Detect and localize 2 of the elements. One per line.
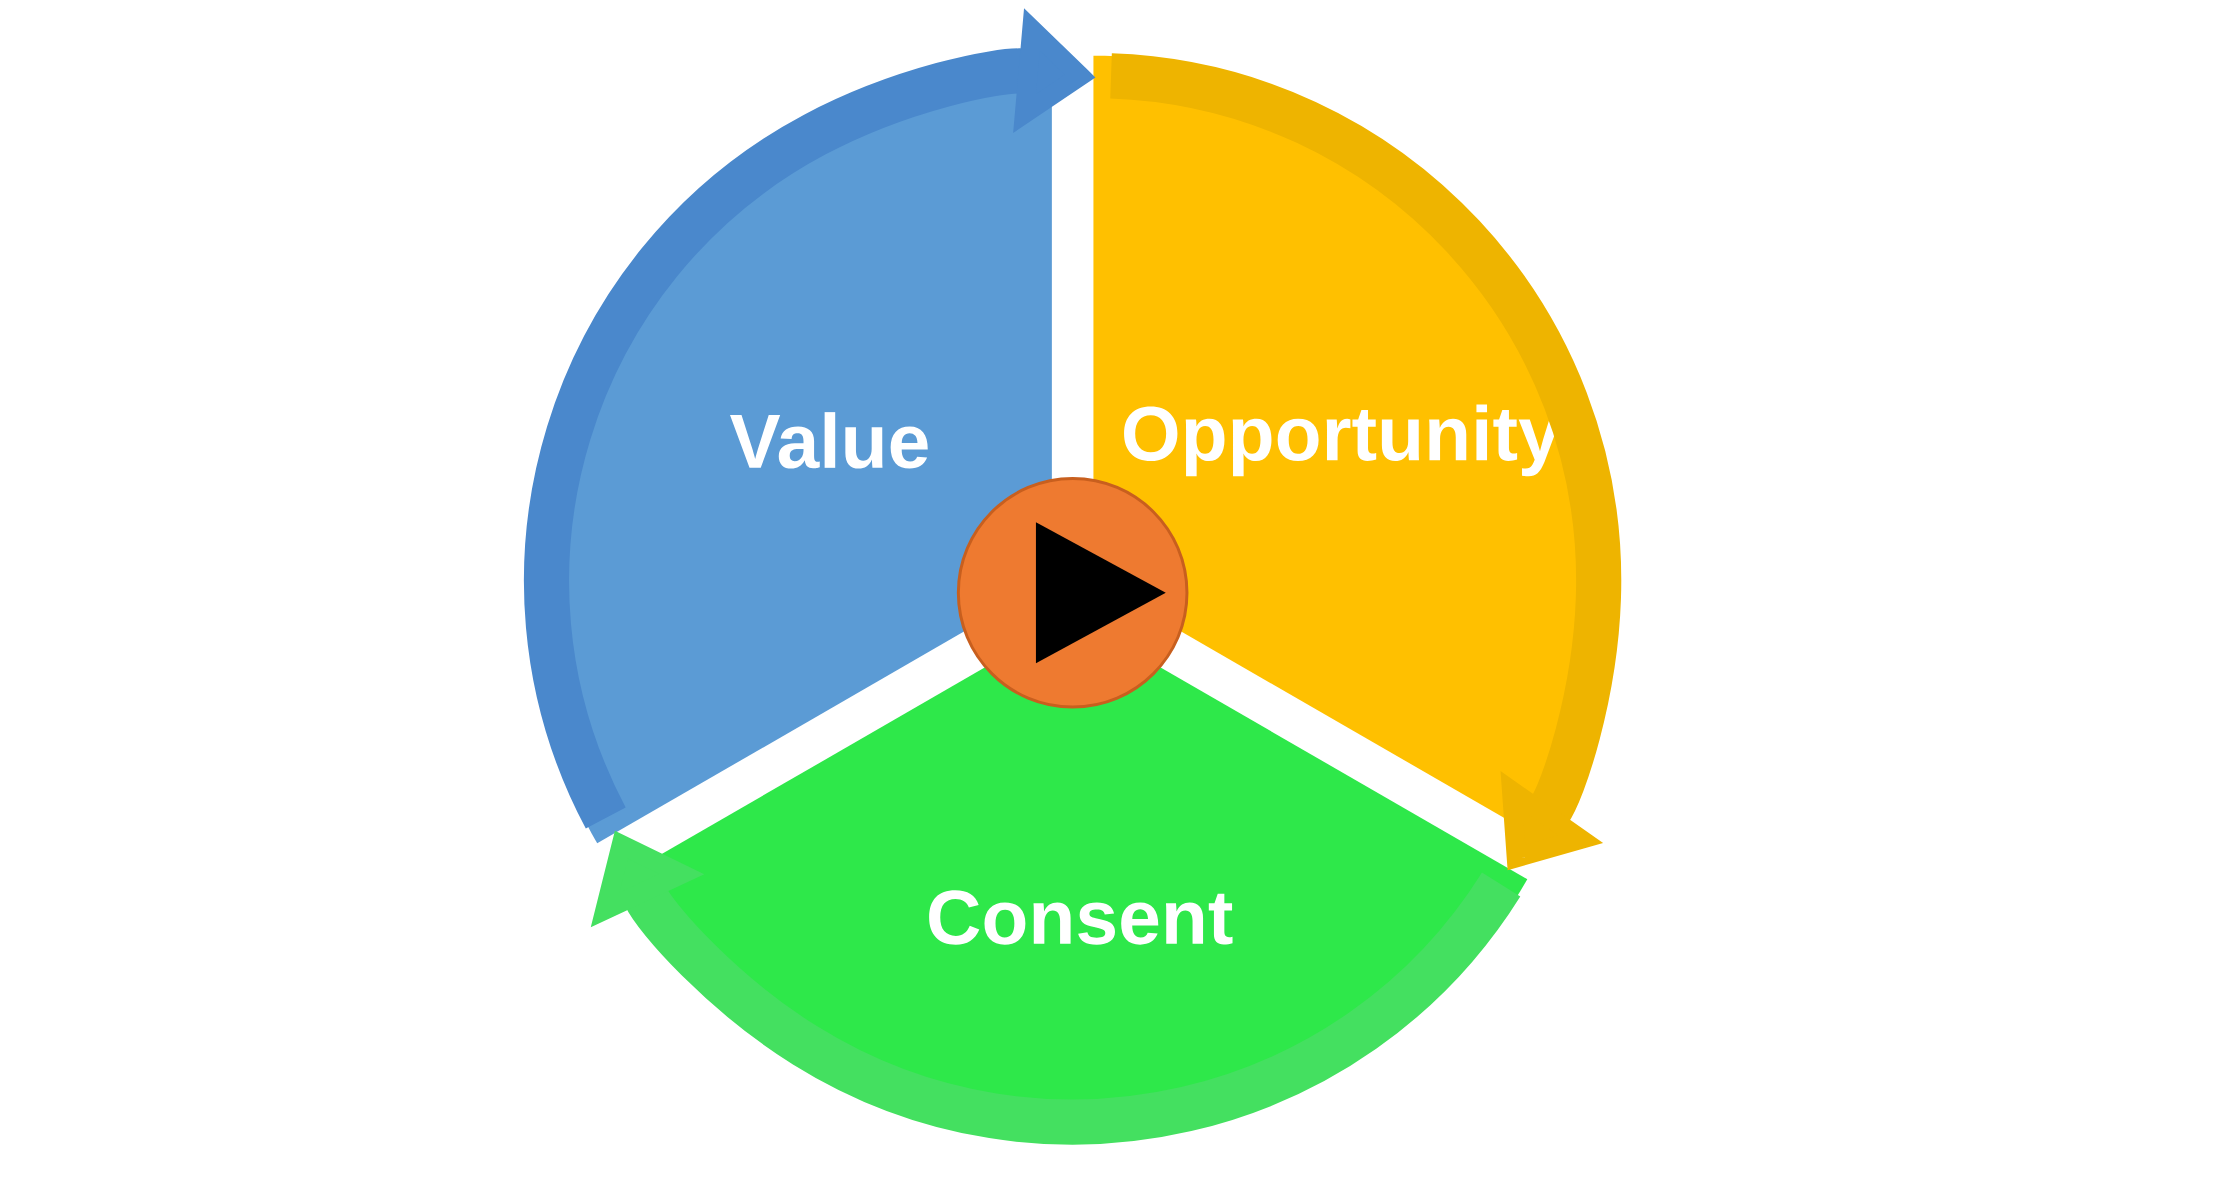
sector: Consent [617,616,1528,1142]
play-button [956,477,1189,709]
